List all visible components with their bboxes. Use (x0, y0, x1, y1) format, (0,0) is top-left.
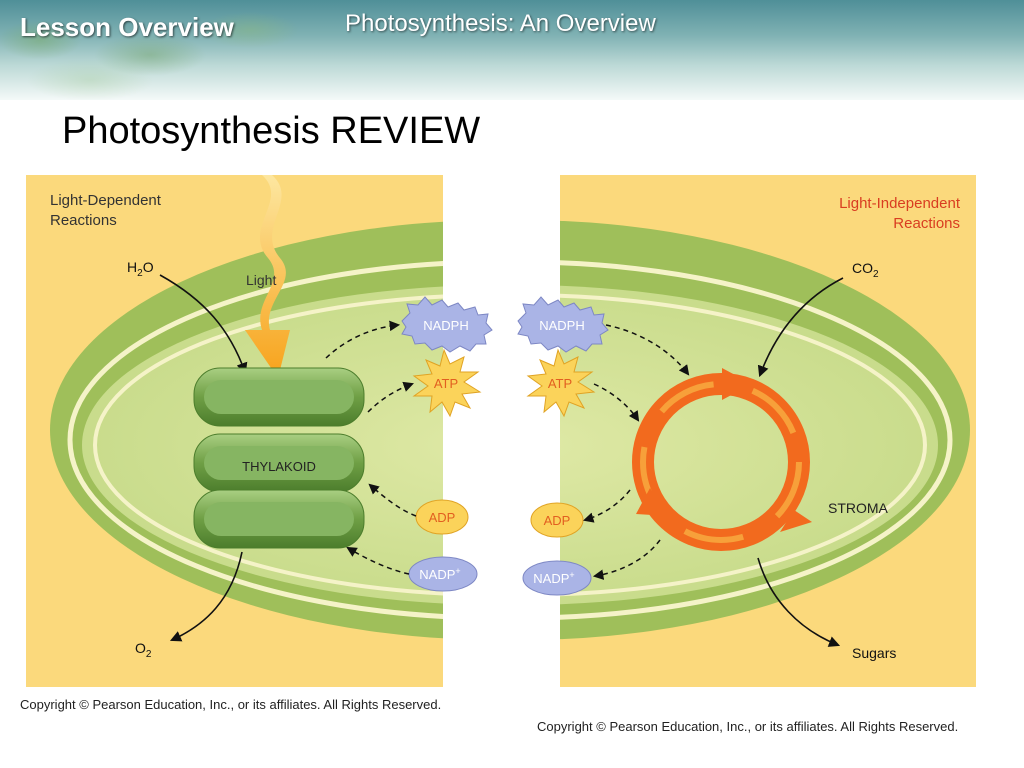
calvin-cycle-highlight (640, 381, 802, 543)
atp-label-left: ATP (434, 376, 458, 391)
chloroplast-inner-right (560, 285, 938, 605)
adp-badge-left (415, 499, 469, 535)
sugars-arrow (757, 557, 841, 647)
nadph-label-right: NADPH (539, 318, 585, 333)
thylakoid-disc-bottom-inner (204, 502, 354, 536)
arrow-cycle-to-nadp (592, 539, 661, 580)
water-label: H2O (127, 259, 154, 279)
thylakoid-disc-middle-inner (204, 446, 354, 480)
copyright-left: Copyright © Pearson Education, Inc., or … (20, 697, 442, 712)
slide-header: Lesson Overview Photosynthesis: An Overv… (0, 0, 1024, 100)
membrane-inner-left (93, 294, 443, 596)
nadph-label-left: NADPH (423, 318, 469, 333)
light-independent-heading-1: Light-Independent (839, 195, 961, 212)
lesson-overview-label: Lesson Overview (20, 12, 234, 42)
membrane-outer-left (67, 261, 443, 619)
atp-badge-right (526, 348, 596, 418)
cycle-arrowhead-left (636, 488, 668, 516)
calvin-cycle (632, 368, 812, 551)
arrow-thylakoid-to-atp (367, 381, 414, 413)
co2-arrow (757, 277, 844, 378)
thylakoid-stack: THYLAKOID (193, 367, 365, 549)
arrow-atp-to-cycle (593, 383, 640, 422)
arrow-thylakoid-to-nadph (325, 320, 401, 359)
left-panel: Light-Dependent Reactions Light H2O THYL… (26, 175, 493, 687)
light-independent-heading-2: Reactions (893, 215, 960, 232)
atp-label-right: ATP (548, 376, 572, 391)
oxygen-arrow (169, 551, 243, 642)
adp-label-right: ADP (544, 513, 571, 528)
sugars-label: Sugars (852, 645, 896, 661)
page-title: Photosynthesis REVIEW (62, 110, 481, 152)
nadph-badge-left (401, 296, 493, 353)
nadp-badge-right (522, 560, 592, 596)
arrow-cycle-to-adp (582, 489, 631, 523)
nadph-badge-right (517, 296, 609, 353)
header-subtitle: Photosynthesis: An Overview (345, 10, 656, 37)
arrow-nadp-to-thylakoid (346, 546, 410, 575)
atp-badge-left (412, 348, 482, 418)
cycle-arrowhead-right (780, 510, 812, 532)
nadp-label-right: NADP+ (533, 570, 574, 586)
arrow-nadph-to-cycle (605, 324, 690, 376)
adp-label-left: ADP (429, 510, 456, 525)
light-dependent-heading-2: Reactions (50, 212, 117, 229)
cycle-arrowhead-top (722, 368, 752, 400)
thylakoid-disc-top-inner (204, 380, 354, 414)
header-leaf-texture (0, 0, 330, 100)
co2-label: CO2 (852, 260, 879, 280)
right-panel: Light-Independent Reactions CO2 STROMA S… (517, 175, 976, 687)
nadp-label-left: NADP+ (419, 566, 460, 582)
membrane-inner-right (560, 293, 927, 597)
light-bolt-icon (245, 175, 290, 378)
arrow-adp-to-thylakoid (368, 483, 417, 517)
copyright-right: Copyright © Pearson Education, Inc., or … (537, 719, 959, 734)
membrane-outer-right (560, 260, 953, 620)
thylakoid-label: THYLAKOID (242, 459, 316, 474)
light-dependent-heading-1: Light-Dependent (50, 192, 162, 209)
light-label: Light (246, 272, 276, 288)
stroma-label: STROMA (828, 500, 889, 516)
oxygen-label: O2 (135, 640, 152, 660)
water-arrow (159, 274, 248, 375)
